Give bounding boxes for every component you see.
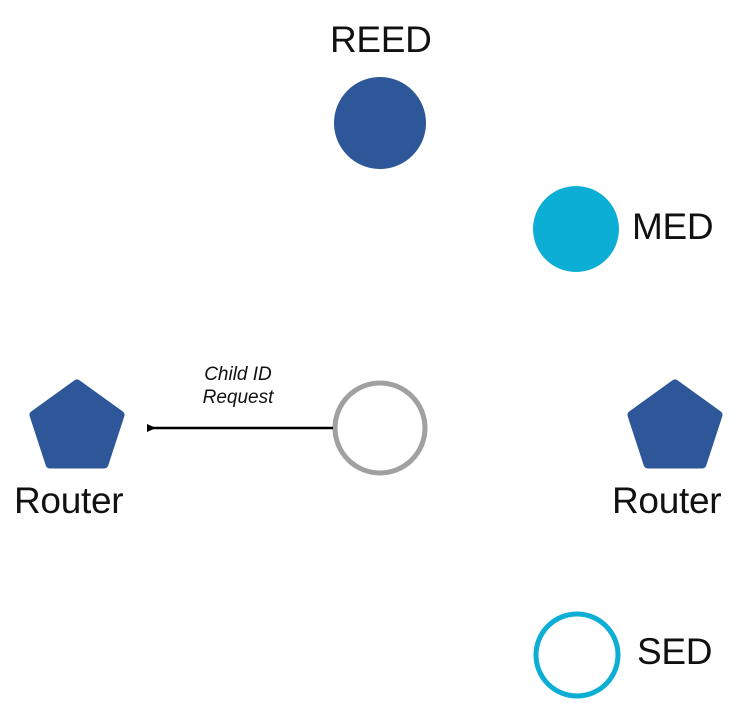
node-med-label: MED: [632, 206, 714, 247]
node-router-right-label: Router: [612, 480, 722, 521]
node-reed-shape[interactable]: [334, 77, 426, 169]
edge-child-id-request-label: Child ID Request: [202, 364, 274, 409]
node-sed-label: SED: [637, 631, 713, 672]
node-sed-shape[interactable]: [533, 611, 621, 699]
node-router-left-shape[interactable]: [29, 379, 125, 469]
node-reed-label: REED: [330, 19, 432, 60]
node-joining-device-shape[interactable]: [332, 380, 428, 476]
node-router-left-label: Router: [14, 480, 124, 521]
node-med-shape[interactable]: [533, 186, 619, 272]
node-router-right-shape[interactable]: [627, 379, 723, 469]
